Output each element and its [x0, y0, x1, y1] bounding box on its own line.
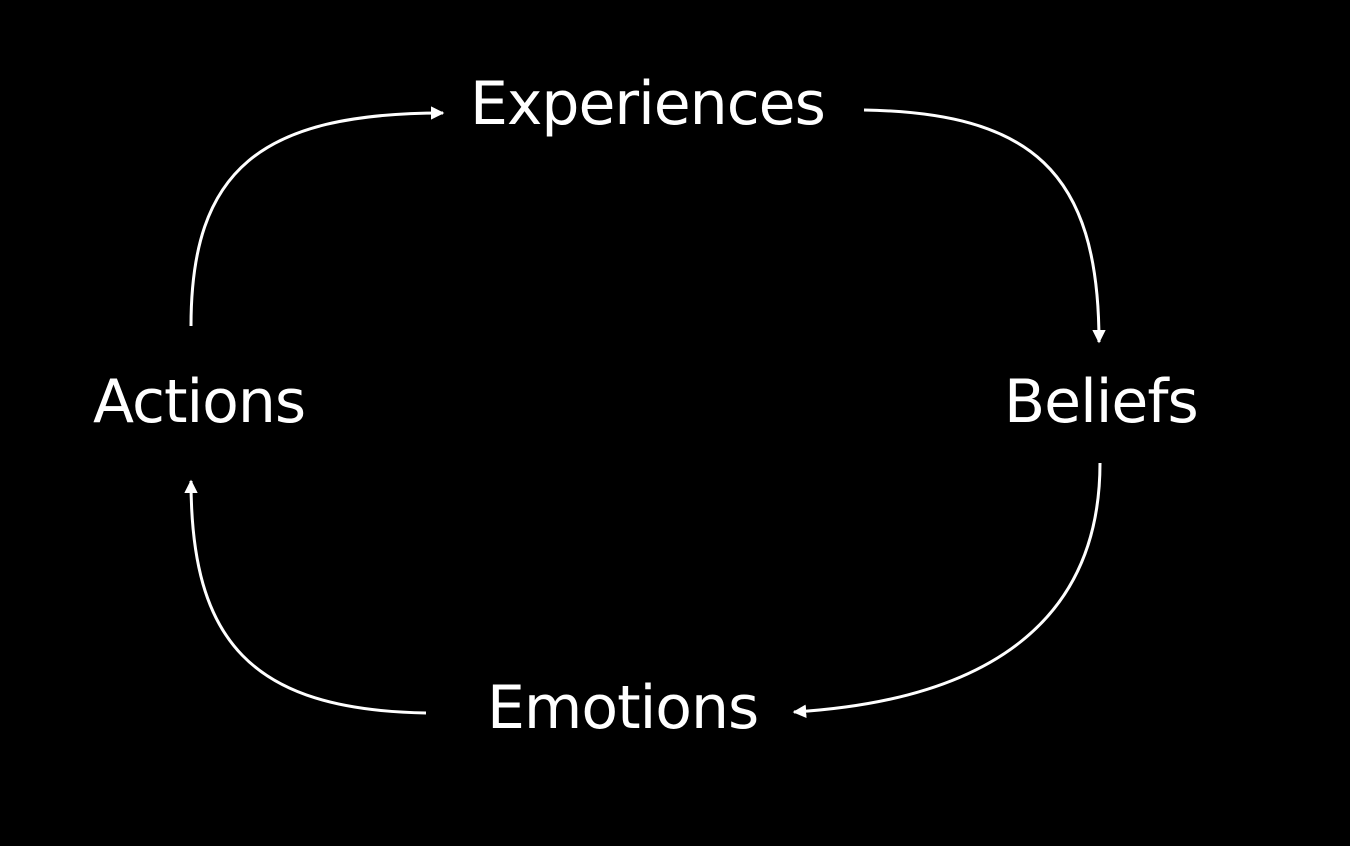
node-actions: Actions [93, 367, 306, 437]
node-experiences: Experiences [470, 69, 826, 139]
node-emotions: Emotions [487, 673, 759, 743]
arrow-actions-to-experiences [189, 106, 445, 327]
arrow-experiences-to-beliefs [863, 108, 1106, 344]
arrow-emotions-to-actions [184, 479, 427, 715]
node-beliefs: Beliefs [1004, 367, 1199, 437]
arrow-beliefs-to-emotions [792, 462, 1102, 718]
